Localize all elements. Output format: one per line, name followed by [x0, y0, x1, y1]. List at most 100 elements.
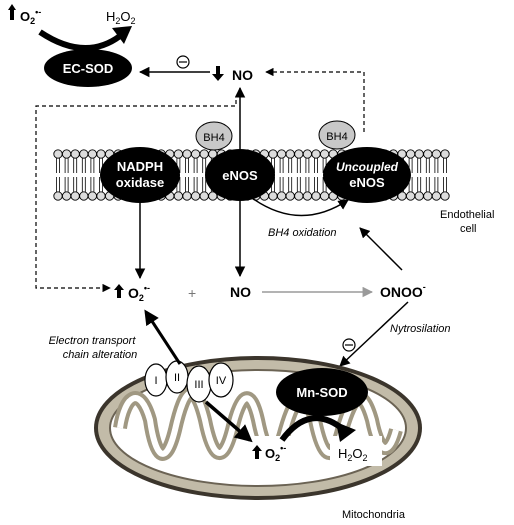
lipid-head: [319, 191, 330, 201]
bh4-oxidation-curve-arrow: [251, 197, 349, 217]
middle-no-label: NO: [230, 284, 251, 300]
lipid-head: [294, 191, 304, 201]
nadph-oxidase-enzyme: [100, 147, 180, 203]
lipid-head: [276, 149, 287, 159]
up-arrow-icon: [8, 4, 16, 20]
ec-sod-arrowhead-icon: [112, 26, 132, 44]
superoxide-middle-label: O2•-: [128, 283, 150, 303]
lipid-head: [431, 191, 442, 201]
lipid-head: [173, 191, 184, 201]
bh4-label-uncoupled: BH4: [326, 131, 347, 143]
h2o2-mito-backdrop: [330, 436, 382, 466]
lipid-head: [190, 191, 201, 201]
lipid-head: [61, 191, 72, 201]
onoo-label: ONOO-: [380, 282, 426, 300]
top-h2o2-label: H2O2: [106, 9, 136, 26]
top-no-label: NO: [232, 67, 253, 83]
lipid-head: [302, 191, 313, 201]
enos-label: eNOS: [222, 168, 258, 183]
bh4-label-enos: BH4: [203, 132, 224, 144]
lipid-head: [61, 149, 72, 159]
complex-iii-to-superoxide-arrow: [204, 400, 253, 443]
inhibit-icon-top: [176, 55, 190, 69]
onoo-to-uncoupled-arrow: [359, 227, 403, 271]
mn-sod-arrowhead-icon: [336, 422, 356, 442]
lipid-head: [405, 149, 416, 159]
bh4-oxidation-label: BH4 oxidation: [268, 227, 337, 239]
svg-text:O2•-: O2•-: [20, 7, 41, 26]
lipid-head: [285, 149, 295, 159]
down-arrow-icon: [212, 66, 224, 81]
inhibit-icon-bottom: [342, 338, 356, 352]
lipid-head: [440, 191, 450, 201]
lipid-head: [414, 149, 424, 159]
lipid-head: [414, 191, 424, 201]
h2o2-mito-label: H2O2: [338, 446, 368, 463]
lipid-head: [319, 149, 330, 159]
ec-sod-conversion-arrow: [38, 29, 122, 51]
lipid-head: [431, 149, 442, 159]
lipid-head: [311, 191, 321, 201]
nadph-oxidase-label-1: NADPH: [117, 159, 163, 174]
lipid-head: [182, 191, 192, 201]
uncoupled-enos-label-1: Uncoupled: [336, 160, 399, 174]
lipid-head: [173, 149, 184, 159]
lipid-head: [276, 191, 287, 201]
lipid-head: [96, 149, 106, 159]
mitochondria-label: Mitochondria: [342, 509, 406, 521]
lipid-head: [199, 149, 209, 159]
lipid-head: [268, 149, 278, 159]
complex-iv-label: IV: [216, 375, 227, 387]
lipid-head: [302, 149, 313, 159]
lipid-head: [423, 149, 433, 159]
svg-text:H2O2: H2O2: [106, 9, 136, 26]
complex-ii-label: II: [174, 372, 180, 384]
ec-sod-label: EC-SOD: [63, 61, 114, 76]
complex-i-label: I: [154, 375, 157, 387]
bh4-cofactor-uncoupled: [318, 120, 356, 150]
endothelial-cell-label-1: Endothelial: [440, 209, 494, 221]
etc-label-1: Electron transport: [49, 335, 137, 347]
uncoupled-enos-enzyme: [323, 147, 411, 203]
lipid-head: [96, 191, 106, 201]
lipid-head: [423, 191, 433, 201]
lipid-head: [87, 149, 98, 159]
lipid-head: [405, 191, 416, 201]
lipid-head: [70, 191, 80, 201]
mn-sod-label: Mn-SOD: [296, 385, 347, 400]
lipid-head: [285, 191, 295, 201]
lipid-head: [87, 191, 98, 201]
etc-label-2: chain alteration: [63, 349, 138, 361]
nadph-oxidase-label-2: oxidase: [116, 175, 164, 190]
lipid-head: [70, 149, 80, 159]
plus-sign: +: [188, 285, 196, 301]
complex-iii-label: III: [194, 379, 203, 391]
nytrosilation-label: Nytrosilation: [390, 323, 451, 335]
lipid-head: [311, 149, 321, 159]
mn-sod-enzyme: [276, 368, 368, 416]
lipid-head: [294, 149, 304, 159]
lipid-head: [199, 191, 209, 201]
lipid-head: [53, 149, 63, 159]
lipid-head: [182, 149, 192, 159]
enos-enzyme: [205, 149, 275, 201]
no-to-superoxide-dashed-arrow: [35, 100, 237, 293]
lipid-head: [79, 149, 89, 159]
lipid-head: [190, 149, 201, 159]
lipid-head: [440, 149, 450, 159]
lipid-head: [268, 191, 278, 201]
uncoupled-to-no-dashed-arrow: [265, 67, 365, 132]
superoxide-mito-label: O2•-: [265, 443, 286, 463]
top-superoxide-label: O2•-: [8, 4, 41, 26]
complex-iv: [208, 362, 234, 398]
etc-to-superoxide-arrow: [144, 309, 182, 365]
uncoupled-enos-label-2: eNOS: [349, 175, 385, 190]
up-arrow-icon: [252, 445, 262, 459]
bh4-cofactor-enos: [195, 121, 233, 151]
endothelial-cell-label-2: cell: [460, 223, 477, 235]
ec-sod-enzyme: [44, 49, 132, 87]
onoo-to-mn-sod-arrow: [339, 301, 409, 367]
up-arrow-icon: [114, 284, 124, 298]
lipid-head: [53, 191, 63, 201]
